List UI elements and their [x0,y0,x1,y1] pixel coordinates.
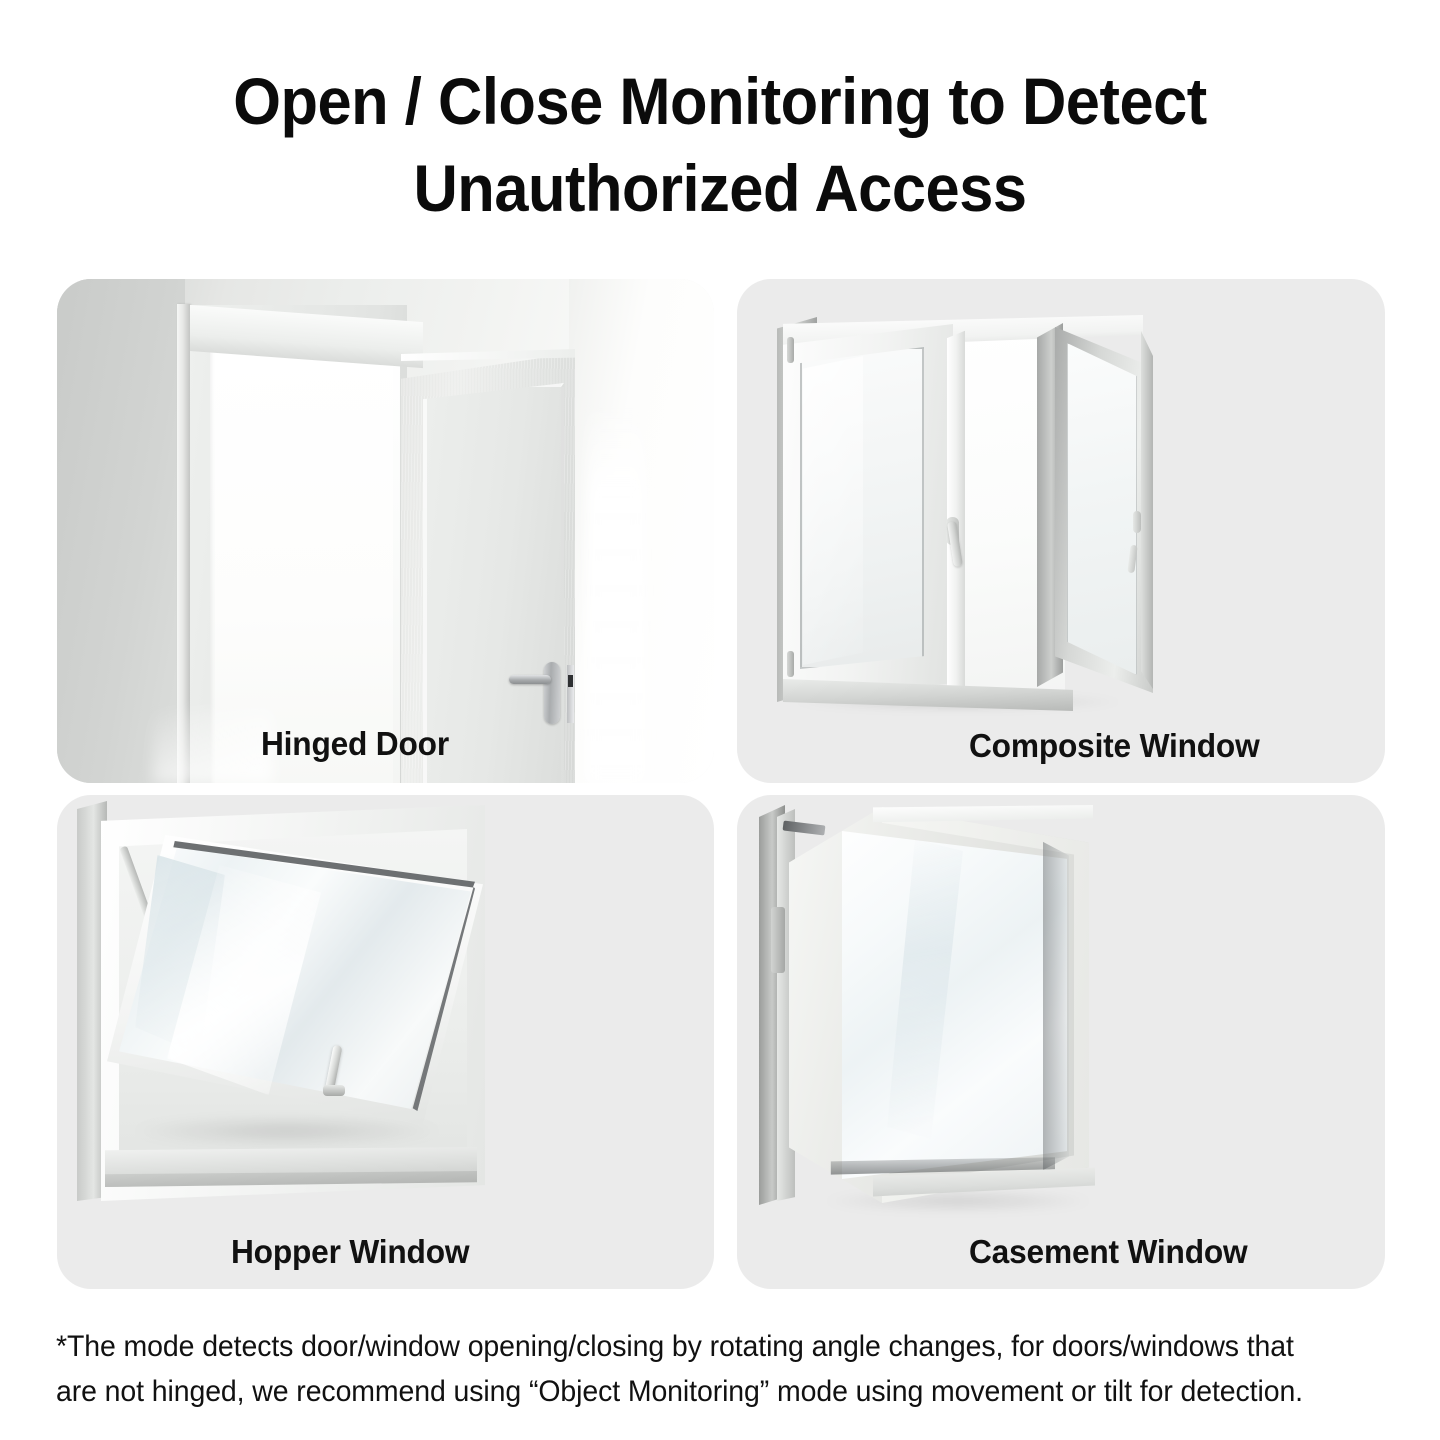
composite-window-illustration [737,279,1385,783]
door-left-wall [57,279,185,783]
page-title-line-1: Open / Close Monitoring to Detect [233,64,1207,138]
card-label-composite-window: Composite Window [969,727,1260,764]
composite-window-hinge-bottom-icon [787,651,794,677]
hopper-window-handle-foot [323,1085,345,1096]
door-floor-light [153,709,273,783]
page-title: Open / Close Monitoring to Detect Unauth… [50,58,1389,232]
door-strike-plate [567,665,574,723]
door-casing-edge [177,304,190,783]
composite-window-right-sash-edge [1141,331,1153,689]
card-label-hinged-door: Hinged Door [261,725,449,762]
footnote-disclaimer: *The mode detects door/window opening/cl… [56,1330,1304,1408]
casement-window-shadow [823,1191,1093,1211]
door-handle-plate [544,662,560,724]
hopper-window-illustration [57,795,714,1289]
composite-window-left-glass-sheen [803,356,863,665]
door-light-beam [587,399,645,783]
composite-window-lock-cam-upper [1133,511,1141,533]
casement-window-top-edge [873,805,1093,823]
card-hopper-window[interactable]: Hopper Window [57,795,714,1289]
casement-window-glazing-bead-bottom [830,1157,1055,1175]
door-latch-slot [568,675,573,687]
feature-card-grid: Hinged Door Composite Window [57,279,1385,1289]
casement-window-glazing-bead-right [1043,841,1069,1171]
door-leaf-recessed-panel [423,383,564,783]
door-handle-lever [509,675,551,684]
hopper-window-shadow [127,1117,447,1145]
card-label-hopper-window: Hopper Window [231,1233,470,1270]
composite-window-hinge-top-icon [787,337,794,363]
composite-window-mullion [947,330,965,699]
card-label-casement-window: Casement Window [969,1233,1248,1270]
hinged-door-illustration [57,279,714,783]
casement-window-hinge-mid-icon [771,907,785,973]
composite-window-right-glass [1067,343,1137,675]
casement-window-illustration [737,795,1385,1289]
card-hinged-door[interactable]: Hinged Door [57,279,714,783]
card-composite-window[interactable]: Composite Window [737,279,1385,783]
hopper-window-sill-lip [105,1171,477,1187]
card-casement-window[interactable]: Casement Window [737,795,1385,1289]
page-title-line-2: Unauthorized Access [413,151,1027,226]
